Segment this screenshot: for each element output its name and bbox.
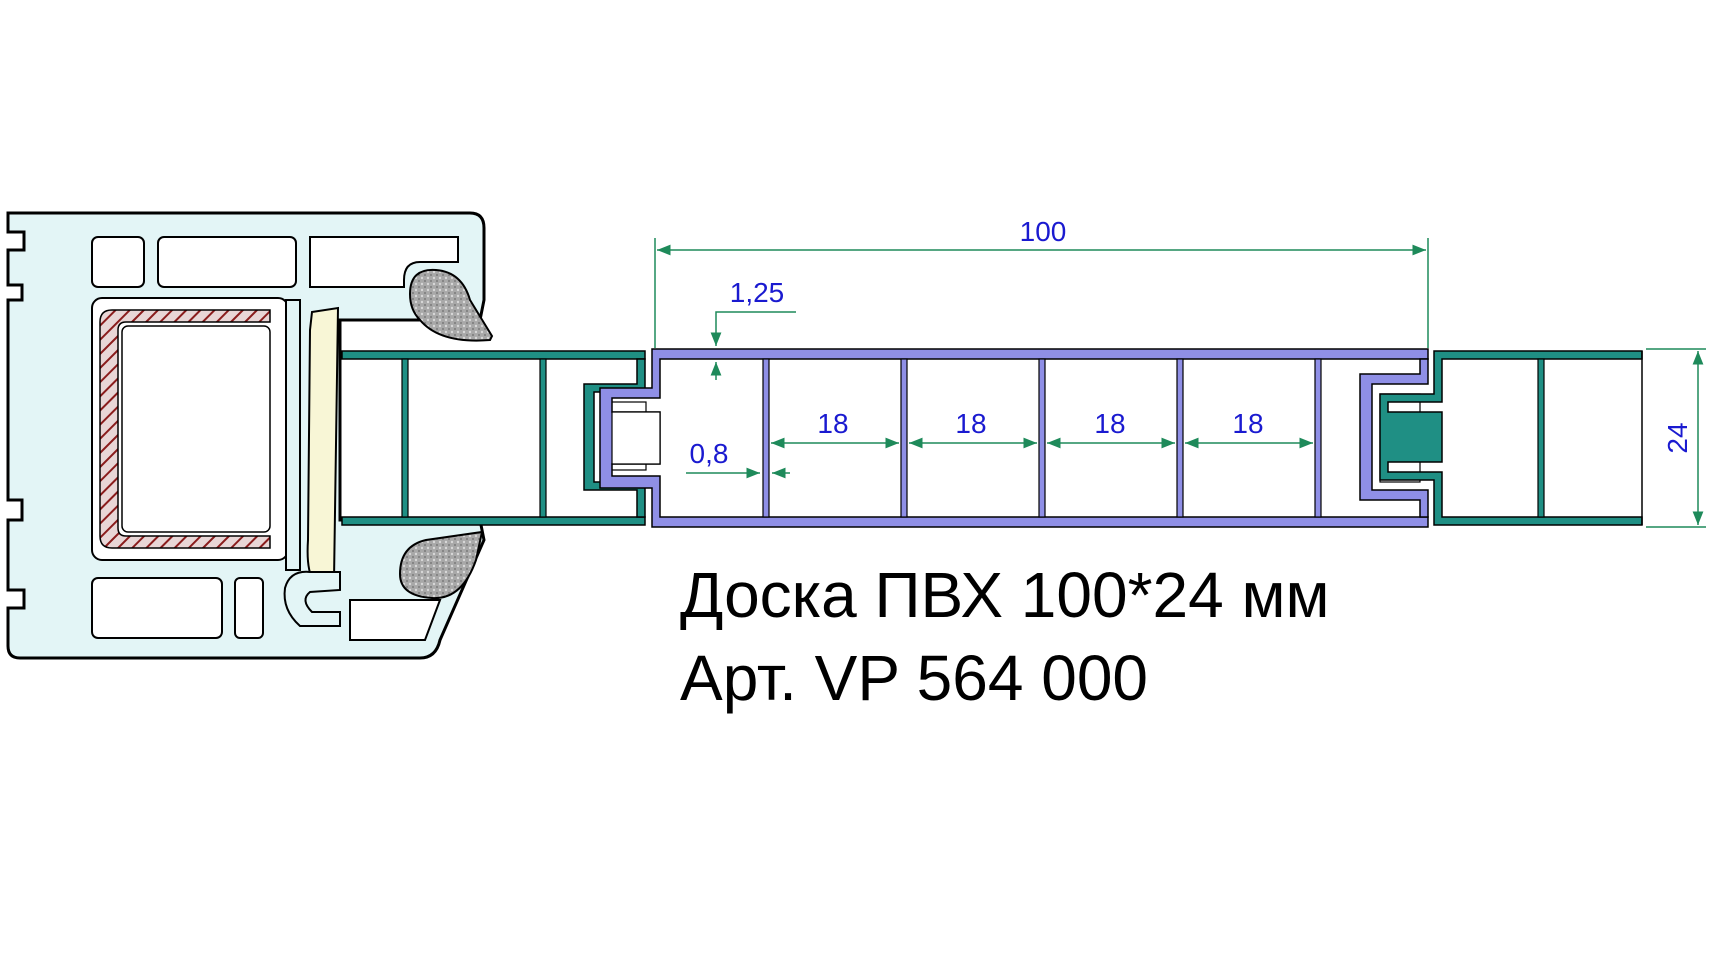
frame-chamber xyxy=(234,577,264,639)
neighbor-wall-top xyxy=(341,350,646,360)
main-board-web xyxy=(1314,358,1322,518)
frame-divider xyxy=(285,299,301,571)
caption-line-1: Доска ПВХ 100*24 мм xyxy=(680,559,1329,631)
dim-height: 24 xyxy=(1662,422,1693,453)
main-board-groove-left xyxy=(599,348,1429,528)
dim-overall-width: 100 xyxy=(1020,216,1067,247)
glazing-bead xyxy=(306,306,340,584)
right-neighbor-groove xyxy=(1379,350,1643,526)
reinforcement-inner xyxy=(121,325,271,533)
frame-chamber xyxy=(157,236,297,288)
dim-web-thickness: 0,8 xyxy=(690,438,729,469)
main-board-web xyxy=(1176,358,1184,518)
main-board-web xyxy=(1038,358,1046,518)
dim-chamber-1: 18 xyxy=(817,408,848,439)
dimension-annotations xyxy=(654,238,1706,528)
frame-chamber xyxy=(349,599,442,641)
frame-chamber xyxy=(91,577,223,639)
neighbor-web xyxy=(401,358,409,518)
dim-chamber-3: 18 xyxy=(1094,408,1125,439)
bottom-seal-gasket xyxy=(398,530,484,600)
frame-chamber xyxy=(91,236,145,288)
frame-chamber xyxy=(309,236,459,288)
caption-line-2: Арт. VP 564 000 xyxy=(680,642,1148,714)
steel-reinforcement xyxy=(99,309,271,549)
neighbor-web xyxy=(539,358,547,518)
leader-1-25 xyxy=(710,311,796,346)
dim-wall-thickness: 1,25 xyxy=(730,277,785,308)
right-neighbor-board xyxy=(1379,350,1643,526)
main-board-groove-inner xyxy=(611,411,661,465)
dim-chamber-4: 18 xyxy=(1232,408,1263,439)
main-board-web xyxy=(900,358,908,518)
window-frame-profile xyxy=(6,211,494,660)
main-board-tongue-right xyxy=(1359,358,1429,518)
top-seal-gasket xyxy=(408,268,494,342)
frame-clip xyxy=(283,570,341,627)
dim-chamber-2: 18 xyxy=(955,408,986,439)
neighbor-wall-bottom xyxy=(341,516,646,526)
main-board-web xyxy=(762,358,770,518)
right-neighbor-web xyxy=(1537,358,1545,518)
